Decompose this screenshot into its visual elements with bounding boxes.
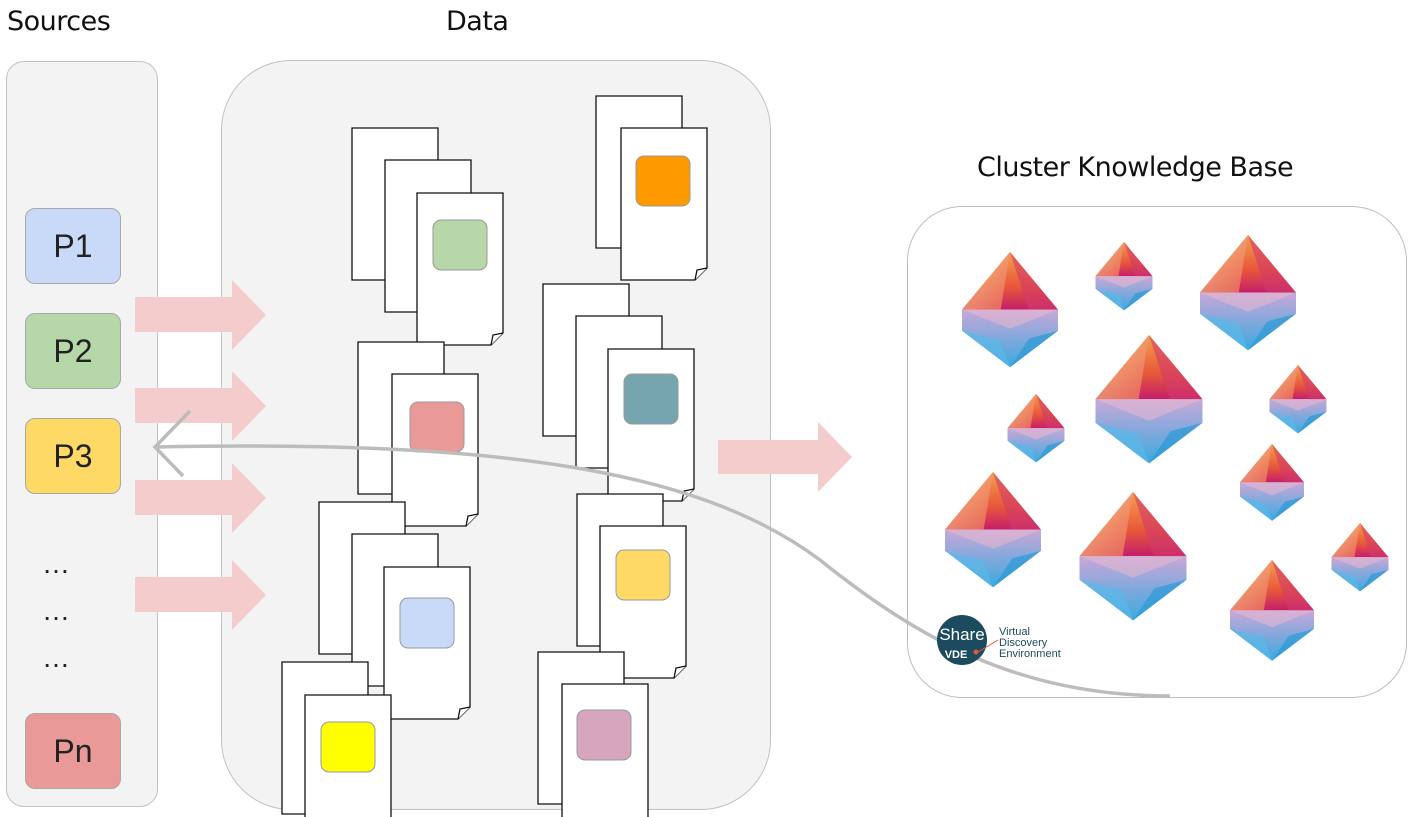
cluster-heading: Cluster Knowledge Base <box>977 152 1294 183</box>
feedback-arrow <box>152 409 1171 698</box>
sharevde-logo: Share VDE <box>937 615 999 665</box>
logo-line-environment: Environment <box>999 648 1061 660</box>
doc-color-square <box>623 373 679 425</box>
gem-10 <box>1331 523 1389 592</box>
source-p2: P2 <box>25 313 121 389</box>
gem-1 <box>962 252 1058 368</box>
gem-4 <box>1095 335 1203 464</box>
sources-heading: Sources <box>7 6 111 37</box>
doc-stack-yellow <box>576 493 687 679</box>
logo-share-text: Share <box>939 625 984 644</box>
doc-stack-green <box>351 127 504 346</box>
gem-5 <box>1007 394 1065 463</box>
ellipsis-1: … <box>42 548 71 579</box>
doc-color-square <box>432 219 488 271</box>
arrow-data-to-cluster <box>718 422 852 492</box>
doc-color-square <box>615 549 671 601</box>
doc-color-square <box>576 709 632 761</box>
doc-color-square <box>320 721 376 773</box>
gem-3 <box>1200 235 1296 351</box>
doc-color-square <box>635 155 691 207</box>
doc-stack-bright-yellow <box>281 661 392 817</box>
gem-6 <box>1269 365 1327 434</box>
gem-7 <box>945 472 1041 588</box>
gem-9 <box>1079 492 1187 621</box>
source-pn: Pn <box>25 713 121 789</box>
gem-2 <box>1095 242 1153 311</box>
ellipsis-2: … <box>42 595 71 626</box>
arrow-source-1 <box>135 280 266 350</box>
cluster-gems <box>945 235 1389 661</box>
doc-stack-blue <box>318 501 471 720</box>
arrow-source-2 <box>135 371 266 441</box>
logo-line-virtual: Virtual <box>999 626 1030 638</box>
doc-stack-red <box>357 341 479 527</box>
arrow-source-4 <box>135 560 266 630</box>
gem-11 <box>1230 560 1314 661</box>
doc-color-square <box>409 401 465 453</box>
data-heading: Data <box>446 6 509 37</box>
ellipsis-3: … <box>42 642 71 673</box>
logo-vde-text: VDE <box>945 649 968 661</box>
logo-line-discovery: Discovery <box>999 637 1048 649</box>
source-p1: P1 <box>25 208 121 284</box>
doc-color-square <box>399 597 455 649</box>
source-p3: P3 <box>25 418 121 494</box>
doc-stack-pink <box>537 651 649 817</box>
doc-stack-teal <box>542 283 695 502</box>
arrow-source-3 <box>135 463 266 533</box>
gem-8 <box>1240 444 1304 521</box>
doc-stack-orange <box>595 95 708 281</box>
